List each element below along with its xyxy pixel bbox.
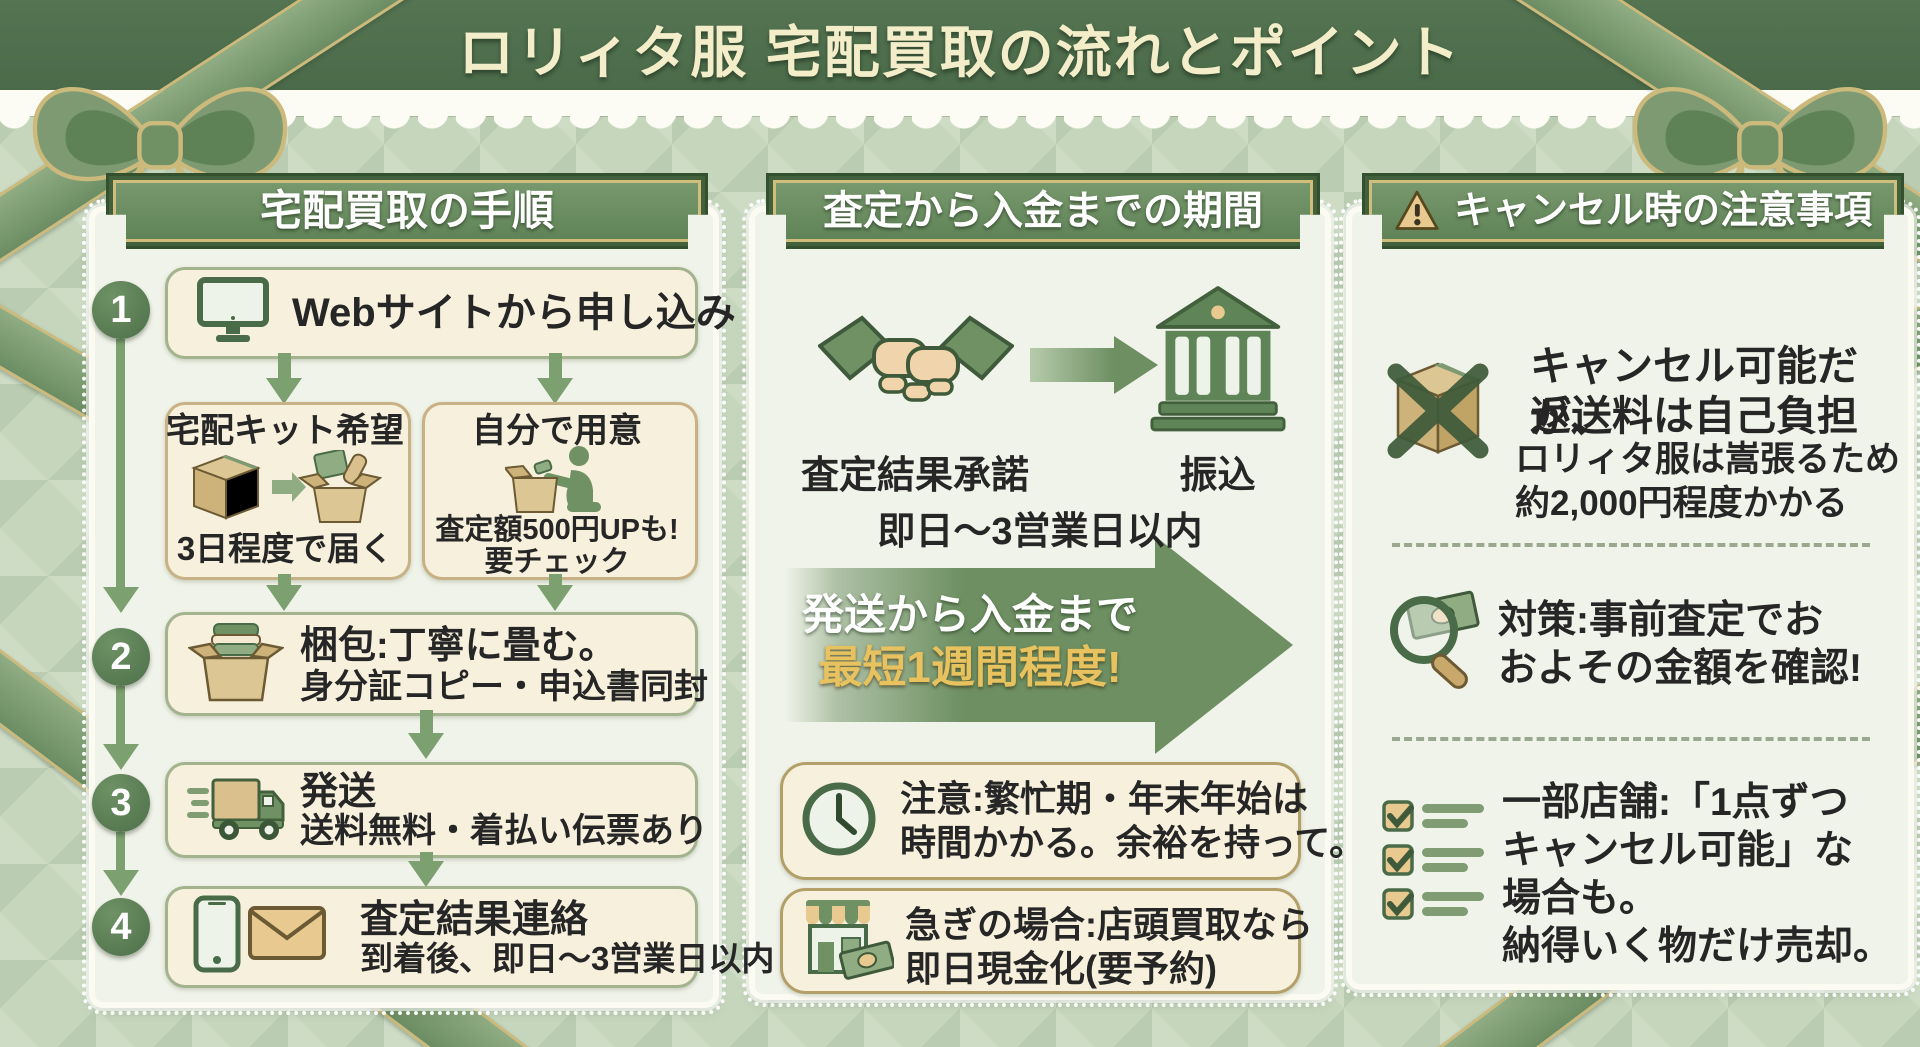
cancel-fee-line1: キャンセル可能だが、: [1530, 343, 1858, 442]
handshake-icon: [818, 315, 1014, 402]
flow-arrowhead-2-3: [408, 733, 444, 759]
divider-2: [1392, 737, 1870, 741]
tip-line2: およその金額を確認!: [1498, 647, 1862, 690]
checklist-icon: [1382, 800, 1484, 920]
partial-line3: 場合も。: [1502, 877, 1659, 920]
merge-arrowhead-kit: [266, 585, 302, 611]
step4-line1: 査定結果連絡: [360, 899, 589, 941]
merge-arrowhead-self: [537, 585, 573, 611]
partial-line4: 納得いく物だけ売却。: [1502, 925, 1893, 968]
computer-icon: [197, 277, 269, 342]
warning-icon: [1394, 190, 1440, 232]
magnifier-money-icon: [1390, 590, 1480, 689]
storefront-money-icon: [806, 900, 894, 980]
big-arrow-line1: 発送から入金まで: [801, 591, 1138, 638]
branch-arrowhead-self: [537, 378, 573, 404]
caution-line1: 注意:繁忙期・年末年始は: [900, 778, 1308, 819]
cancel-fee-line4: 約2,000円程度かかる: [1515, 484, 1848, 523]
page-title: ロリィタ服 宅配買取の流れとポイント: [458, 21, 1462, 84]
handshake-to-bank-arrow-body: [1030, 348, 1114, 382]
express-line2: 即日現金化(要予約): [905, 948, 1217, 989]
packing-clothes-icon: [188, 623, 284, 702]
cancel-panel-header: キャンセル時の注意事項: [1362, 173, 1904, 249]
step2-badge: 2: [92, 628, 150, 686]
step1-label: Webサイトから申し込み: [292, 291, 736, 335]
kit-title: 宅配キット希望: [166, 412, 404, 450]
cancel-panel-title: キャンセル時の注意事項: [1453, 190, 1872, 232]
step1-badge: 1: [92, 281, 150, 339]
rail-arrowhead-2: [103, 744, 139, 770]
self-note2: 要チェック: [484, 546, 630, 578]
flow-line-3-4: [420, 852, 433, 862]
clock-icon: [802, 782, 876, 856]
cancel-fee-line3: ロリィタ服は嵩張るため: [1515, 440, 1901, 479]
accept-label: 査定結果承諾: [800, 455, 1029, 497]
merge-line-self: [549, 574, 562, 586]
lace-scallop: [0, 116, 1920, 136]
rail-arrowhead-1: [103, 587, 139, 613]
branch-arrowhead-kit: [266, 378, 302, 404]
flow-line-2-3: [420, 710, 433, 734]
rail-line-3: [116, 832, 125, 870]
steps-panel-header: 宅配買取の手順: [106, 173, 708, 249]
partial-line2: キャンセル可能」な: [1502, 829, 1854, 872]
express-line1: 急ぎの場合:店頭買取なら: [905, 904, 1313, 945]
transfer-label: 振込: [1179, 455, 1256, 497]
timeline-panel-title: 査定から入金までの期間: [823, 189, 1263, 233]
step4-badge: 4: [92, 898, 150, 956]
big-arrow-head: [1155, 536, 1293, 754]
branch-line-self: [549, 353, 562, 379]
caution-line2: 時間かかる。余裕を持って。: [900, 822, 1366, 863]
duration-note: 即日〜3営業日以内: [877, 511, 1203, 553]
lace-trim: [0, 90, 1920, 116]
self-pack-person-icon: [505, 446, 601, 513]
rail-arrowhead-3: [103, 870, 139, 896]
delivery-kit-icon: [191, 450, 383, 523]
flow-arrowhead-3-4: [408, 861, 444, 887]
branch-line-kit: [278, 353, 291, 379]
tip-line1: 対策:事前査定でお: [1498, 599, 1823, 642]
bank-icon: [1150, 286, 1286, 432]
self-title: 自分で用意: [472, 412, 642, 450]
self-option-box: [422, 402, 698, 580]
step3-line1: 発送: [300, 771, 377, 813]
step4-line2: 到着後、即日〜3営業日以内: [360, 940, 775, 977]
steps-panel-title: 宅配買取の手順: [259, 187, 554, 234]
step3-badge: 3: [92, 774, 150, 832]
merge-line-kit: [278, 574, 291, 586]
kit-note: 3日程度で届く: [176, 530, 394, 567]
step2-line1: 梱包:丁寧に畳む。: [300, 625, 617, 667]
divider-1: [1392, 543, 1870, 547]
partial-line1: 一部店舗:「1点ずつ: [1502, 781, 1849, 824]
rail-line-1: [116, 339, 125, 587]
box-cancel-icon: [1387, 362, 1489, 459]
handshake-to-bank-arrow-head: [1114, 336, 1158, 394]
cancel-fee-line2: 返送料は自己負担: [1530, 393, 1858, 439]
rail-line-2: [116, 686, 125, 744]
timeline-panel-header: 査定から入金までの期間: [766, 173, 1320, 249]
big-arrow-line2: 最短1週間程度!: [818, 643, 1122, 692]
truck-icon: [187, 778, 285, 840]
step3-line2: 送料無料・着払い伝票あり: [300, 812, 708, 850]
self-note1: 査定額500円UPも!: [435, 514, 679, 546]
big-arrow-body: [785, 568, 1157, 722]
phone-mail-icon: [193, 895, 326, 973]
step2-line2: 身分証コピー・申込書同封: [300, 668, 708, 706]
